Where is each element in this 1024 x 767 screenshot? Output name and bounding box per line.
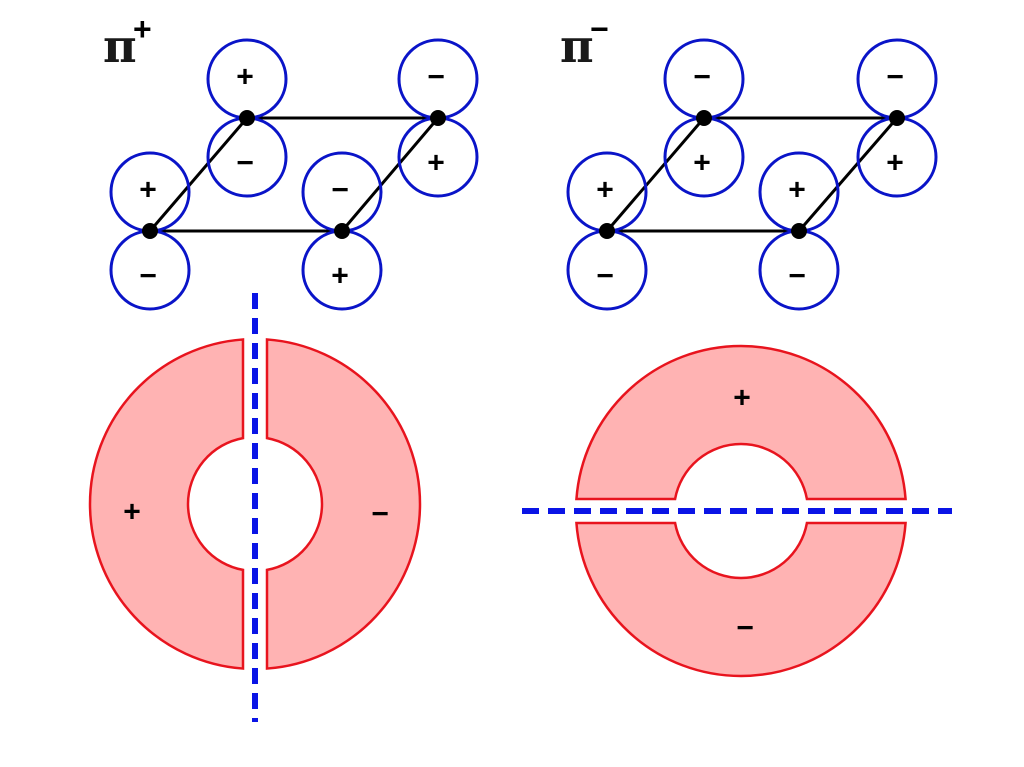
torus-sign: +	[733, 382, 751, 415]
phase-sign: +	[427, 147, 445, 180]
torus-sign: +	[123, 496, 141, 529]
torus-half-top	[575, 344, 907, 501]
phase-sign: +	[236, 61, 254, 94]
phase-sign: −	[236, 147, 254, 180]
phase-sign: −	[427, 61, 445, 94]
phase-sign: −	[139, 260, 157, 293]
atom-nucleus	[142, 223, 158, 239]
bond-line	[148, 117, 249, 232]
atom-nucleus	[334, 223, 350, 239]
phase-sign: −	[788, 260, 806, 293]
phase-sign: +	[596, 174, 614, 207]
atom-nucleus	[889, 110, 905, 126]
phase-sign: +	[139, 174, 157, 207]
torus-sign: −	[371, 498, 389, 531]
bond-line	[340, 117, 440, 232]
phase-sign: +	[788, 174, 806, 207]
torus-half-bottom	[575, 521, 907, 678]
phase-sign: −	[886, 61, 904, 94]
torus-horizontal-node: +−	[522, 344, 952, 678]
phase-sign: +	[693, 147, 711, 180]
pi-minus-superscript: −	[590, 11, 609, 47]
torus-vertical-node: +−	[88, 293, 422, 722]
atom-nucleus	[599, 223, 615, 239]
atom-nucleus	[791, 223, 807, 239]
atom-nucleus	[696, 110, 712, 126]
phase-sign: −	[331, 174, 349, 207]
bond-line	[797, 117, 899, 232]
phase-sign: +	[886, 147, 904, 180]
phase-sign: +	[331, 260, 349, 293]
torus-sign: −	[736, 612, 754, 645]
torus-half-left	[88, 338, 245, 670]
atom-nucleus	[430, 110, 446, 126]
phase-sign: −	[596, 260, 614, 293]
torus-half-right	[265, 338, 422, 670]
pi-plus-label: π	[103, 19, 137, 73]
bond-line	[605, 117, 706, 232]
phase-sign: −	[693, 61, 711, 94]
pi-minus-label: π	[560, 19, 594, 73]
atom-nucleus	[239, 110, 255, 126]
pi-plus-superscript: +	[133, 11, 152, 47]
pi-minus-panel: π−+−−++−−+	[560, 11, 938, 311]
pi-plus-panel: π++−+−−+−+	[103, 11, 479, 311]
